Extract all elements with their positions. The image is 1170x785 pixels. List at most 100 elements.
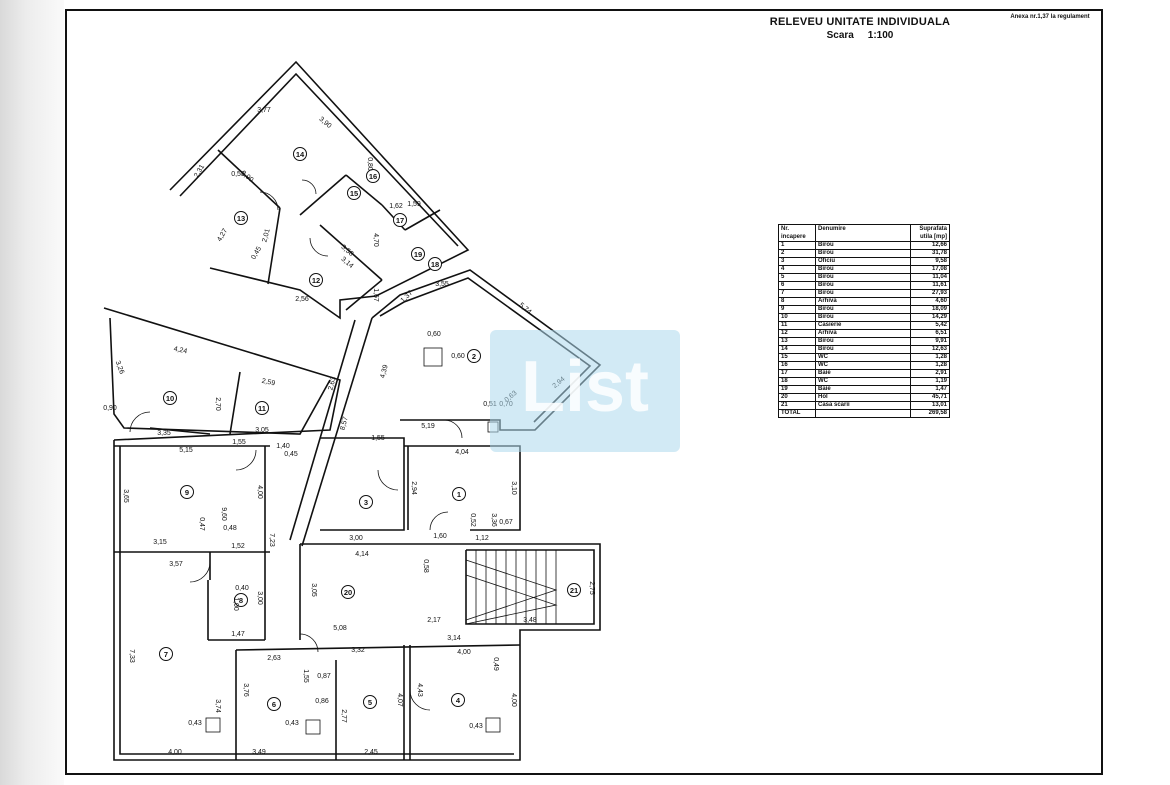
legend-cell-area: 5,42 [910,321,950,330]
legend-cell-name: Birou [815,289,911,298]
legend-cell-area: 14,29 [910,313,950,322]
room-marker-circle [366,169,380,183]
room-marker-circle [428,257,442,271]
dimension-label: 4,39 [379,364,389,379]
room-number: 5 [368,698,372,707]
room-marker: 2 [467,349,481,363]
dimension-label: 2,75 [588,581,595,595]
legend-cell-area: 17,08 [910,265,950,274]
dimension-label: 0,48 [223,525,237,532]
legend-cell-name: Baie [815,385,911,394]
room-number: 19 [414,250,422,259]
room-number: 21 [570,586,578,595]
legend-cell-nr: 17 [778,369,816,378]
room-marker-circle [347,186,361,200]
dimension-label: 0,47 [198,517,205,531]
legend-cell-area: 18,09 [910,305,950,314]
legend-cell-area: 1,28 [910,353,950,362]
room-marker: 10 [163,391,177,405]
legend-cell-name: Birou [815,281,911,290]
legend-cell-nr: 19 [778,385,816,394]
dimension-label: 1,59 [407,201,421,208]
legend-cell-name: Casa scarii [815,401,911,410]
dimension-label: 5,19 [421,423,435,430]
dimension-label: 3,00 [256,591,263,605]
dimension-label: 0,53 [231,171,245,178]
legend-cell-area: 27,93 [910,289,950,298]
rooms-legend-table: Nr. incapere Denumire Suprafata utila [m… [778,224,950,418]
legend-cell-name: Birou [815,273,911,282]
legend-cell-area: 13,01 [910,401,950,410]
dimension-label: 0,80 [366,157,373,171]
legend-cell-name: Casierie [815,321,911,330]
dimension-label: 4,04 [455,449,469,456]
dimension-label: 0,87 [317,673,331,680]
room-marker-circle [309,273,323,287]
dimension-label: 3,74 [214,699,221,713]
legend-cell-name: Birou [815,241,911,250]
dimension-label: 4,43 [416,683,423,697]
dimension-label: 3,26 [114,360,125,375]
dimension-label: 2,45 [364,749,378,756]
dimension-label: 0,90 [103,405,117,412]
room-number: 17 [396,216,404,225]
legend-cell-area: 11,04 [910,273,950,282]
dimension-label: 1,60 [433,533,447,540]
dimension-label: 2,17 [427,617,441,624]
room-marker: 6 [267,697,281,711]
room-marker-circle [255,401,269,415]
legend-cell-nr: 11 [778,321,816,330]
legend-cell-nr: 18 [778,377,816,386]
dimension-label: 1,67 [372,288,379,302]
room-marker-circle [159,647,173,661]
scale-label: Scara [826,30,854,41]
dimension-label: 2,94 [410,481,417,495]
room-marker: 11 [255,401,269,415]
legend-cell-nr: 3 [778,257,816,266]
dimension-label: 5,08 [333,625,347,632]
room-marker: 5 [363,695,377,709]
room-marker-circle [467,349,481,363]
room-marker: 12 [309,273,323,287]
dimension-labels: 3,351,553,055,151,400,455,191,554,043,65… [103,107,595,756]
room-marker-circle [234,593,248,607]
legend-cell-nr: 13 [778,337,816,346]
dimension-label: 1,00 [232,597,239,611]
room-marker: 21 [567,583,581,597]
room-marker: 9 [180,485,194,499]
room-marker-circle [451,693,465,707]
legend-total-label: TOTAL [778,409,816,418]
dimension-label: 7,33 [128,649,135,663]
dimension-label: 0,60 [451,353,465,360]
legend-cell-nr: 2 [778,249,816,258]
legend-cell-name: Arhiva [815,329,911,338]
legend-cell-name: Baie [815,369,911,378]
room-marker-circle [234,211,248,225]
drawing-scale: Scara 1:100 [730,30,990,41]
legend-cell-name: Birou [815,313,911,322]
room-number: 10 [166,394,174,403]
room-number: 2 [472,352,476,361]
dimension-label: 0,49 [492,657,499,671]
dimension-label: 4,00 [168,749,182,756]
plan-walls [103,60,602,761]
dimension-label: 4,27 [216,228,229,243]
legend-cell-name: Arhiva [815,297,911,306]
legend-cell-area: 2,91 [910,369,950,378]
legend-cell-name: WC [815,377,911,386]
dimension-label: 3,36 [490,513,497,527]
legend-header-row: Nr. incapere Denumire Suprafata utila [m… [778,224,950,242]
dimension-label: 3,00 [349,535,363,542]
legend-total-value: 269,58 [910,409,950,418]
dimension-label: 2,63 [327,376,337,391]
legend-cell-name: WC [815,361,911,370]
room-number: 1 [457,490,461,499]
